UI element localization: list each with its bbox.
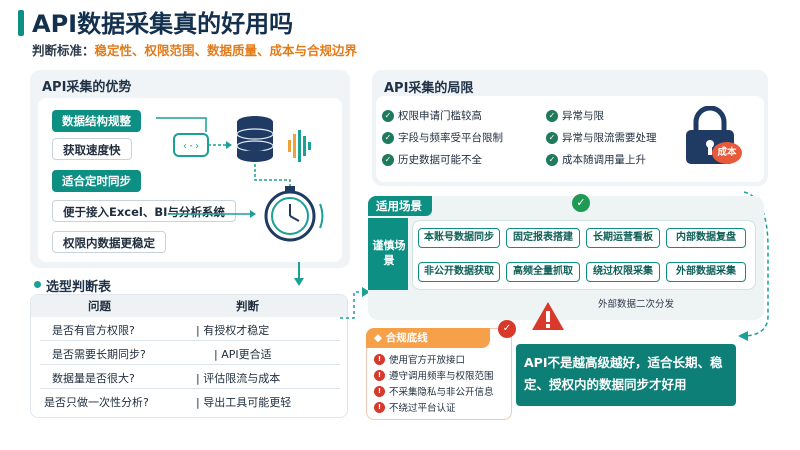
compliance-item-privacy: !不采集隐私与非公开信息 [374, 384, 494, 398]
lim-item-permission: ✓权限申请门槛较高 [382, 108, 482, 123]
table-row-1-judgement: | API更合适 [214, 348, 272, 361]
success-check-icon: ✓ [572, 194, 590, 212]
selection-table-title: 选型判断表 [46, 280, 112, 295]
adv-item-integrate: 便于接入Excel、BI与分析系统 [52, 200, 236, 222]
table-header-row [31, 295, 347, 317]
alert-icon: ! [374, 369, 385, 381]
scenario-tag-highfreq: 高频全量抓取 [506, 262, 580, 282]
scenario-tag-nonpublic: 非公开数据获取 [418, 262, 500, 282]
criteria-line: 判断标准：稳定性、权限范围、数据质量、成本与合规边界 [32, 40, 357, 59]
scenario-tag-ops-board: 长期运营看板 [586, 228, 660, 248]
compliance-check-icon: ✓ [498, 320, 516, 338]
compliance-item-official: !使用官方开放接口 [374, 352, 465, 366]
table-row-3-question: 是否只做一次性分析? [44, 396, 149, 409]
lim-item-exception: ✓异常与限流需要处理 [546, 130, 657, 145]
table-divider [40, 388, 340, 389]
alert-icon: ! [374, 353, 385, 365]
limitations-title: API采集的局限 [384, 81, 474, 96]
compliance-item-frequency: !遵守调用频率与权限范围 [374, 368, 494, 382]
adv-item-stable: 权限内数据更稳定 [52, 231, 166, 253]
down-arrow-icon [294, 262, 304, 286]
scenario-tag-fixed-report: 固定报表搭建 [506, 228, 580, 248]
scenario-tag-own-sync: 本账号数据同步 [418, 228, 500, 248]
check-icon: ✓ [382, 109, 394, 122]
lim-item-exception-short: ✓异常与限 [546, 108, 604, 123]
table-title-dot [34, 281, 41, 288]
warning-icon [532, 302, 564, 330]
scenario-note: 外部数据二次分发 [598, 299, 675, 310]
check-icon: ✓ [546, 109, 558, 122]
scenarios-title: 适用场景 [376, 199, 422, 213]
database-icon [236, 116, 274, 162]
criteria-label: 判断标准： [32, 43, 95, 58]
compliance-title-tab [366, 328, 490, 348]
criteria-value: 稳定性、权限范围、数据质量、成本与合规边界 [94, 43, 358, 58]
check-icon: ✓ [382, 153, 394, 166]
table-row-1-question: 是否需要长期同步? [52, 348, 146, 361]
check-icon: ✓ [546, 131, 558, 144]
signal-icon [288, 130, 311, 162]
cost-badge: 成本 [712, 142, 742, 164]
title-accent-bar [18, 10, 24, 36]
col-judgement: 判断 [236, 299, 259, 313]
adv-item-fast: 获取速度快 [52, 138, 132, 160]
table-row-0-question: 是否有官方权限? [52, 324, 135, 337]
page-title: API数据采集真的好用吗 [32, 10, 294, 38]
alert-icon: ! [374, 401, 385, 413]
conclusion-box [516, 344, 736, 406]
table-row-2-judgement: | 评估限流与成本 [196, 372, 281, 385]
conclusion-text: API不是越高级越好，适合长期、稳定、授权内的数据同步才好用 [524, 355, 723, 392]
api-chip-icon: ‹·› [173, 133, 209, 157]
check-icon: ✓ [546, 153, 558, 166]
stopwatch-icon [264, 186, 324, 242]
compliance-title: ◆ 合规底线 [374, 332, 428, 344]
scenarios-title-tab [368, 196, 432, 216]
table-divider [40, 340, 340, 341]
advantages-header: API采集的优势 [34, 72, 172, 96]
lim-item-history: ✓历史数据可能不全 [382, 152, 482, 167]
table-row-3-judgement: | 导出工具可能更轻 [196, 396, 292, 409]
alert-icon: ! [374, 385, 385, 397]
svg-text:‹·›: ‹·› [182, 141, 200, 152]
advantages-title: API采集的优势 [42, 80, 132, 95]
lim-item-fields: ✓字段与频率受平台限制 [382, 130, 503, 145]
check-icon: ✓ [382, 131, 394, 144]
table-to-scenario-arrow [340, 287, 370, 319]
lim-item-cost: ✓成本随调用量上升 [546, 152, 646, 167]
scenario-tag-external: 外部数据采集 [666, 262, 746, 282]
table-row-2-question: 数据量是否很大? [52, 372, 135, 385]
api-illustration: ‹·› [156, 116, 324, 242]
table-divider [40, 364, 340, 365]
table-row-0-judgement: | 有授权才稳定 [196, 324, 270, 337]
col-question: 问题 [88, 299, 111, 313]
scenario-tag-internal-review: 内部数据复盘 [666, 228, 746, 248]
adv-item-scheduled: 适合定时同步 [52, 170, 141, 192]
adv-item-structured: 数据结构规整 [52, 110, 141, 132]
cautious-label: 谨慎场景 [372, 239, 406, 267]
scenario-tag-bypass: 绕过权限采集 [586, 262, 660, 282]
compliance-item-auth: !不绕过平台认证 [374, 400, 456, 414]
cautious-side-block [368, 218, 408, 290]
